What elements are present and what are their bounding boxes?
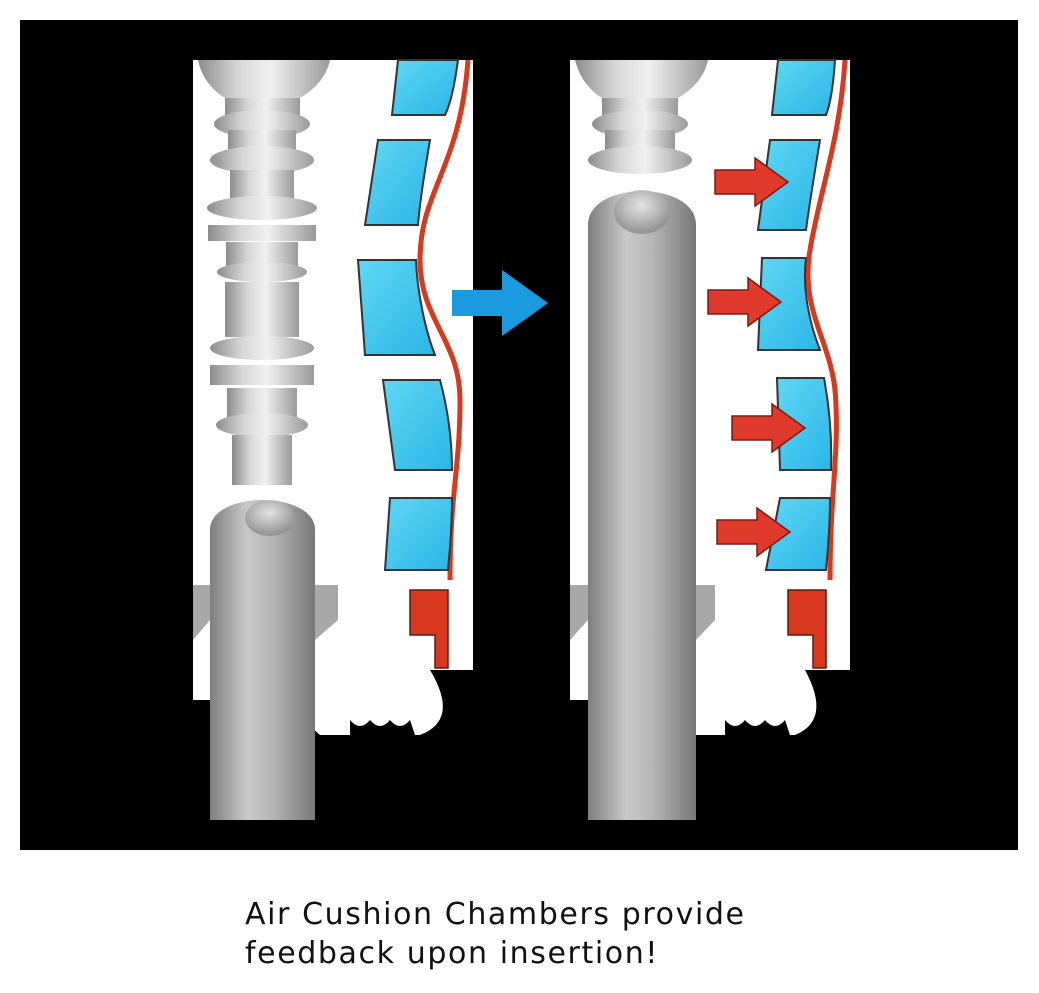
- air-chambers: [756, 59, 837, 571]
- inner-canal: [198, 60, 330, 485]
- pressure-arrow-icon: [714, 156, 790, 208]
- cross-section-diagram: [193, 59, 850, 820]
- pressure-arrow-icon: [707, 276, 783, 328]
- base-bracket: [409, 589, 449, 669]
- air-chambers: [356, 59, 460, 571]
- outer-wall: [417, 59, 471, 581]
- pressure-arrow-icon: [731, 402, 807, 454]
- right-arrow-icon: [452, 270, 548, 336]
- inner-canal: [575, 60, 708, 174]
- caption-line-1: Air Cushion Chambers provide: [245, 897, 746, 932]
- caption: Air Cushion Chambers provide feedback up…: [245, 895, 945, 973]
- outer-wall: [805, 59, 848, 581]
- base-bracket: [787, 589, 827, 669]
- panel-after: [570, 59, 850, 820]
- diagram-panel: [20, 20, 1018, 850]
- insert-rod: [588, 190, 696, 820]
- pressure-arrow-icon: [716, 506, 792, 558]
- caption-line-2: feedback upon insertion!: [245, 936, 659, 971]
- insert-rod: [210, 500, 315, 820]
- panel-before: [193, 59, 473, 820]
- pressure-arrows: [707, 156, 807, 558]
